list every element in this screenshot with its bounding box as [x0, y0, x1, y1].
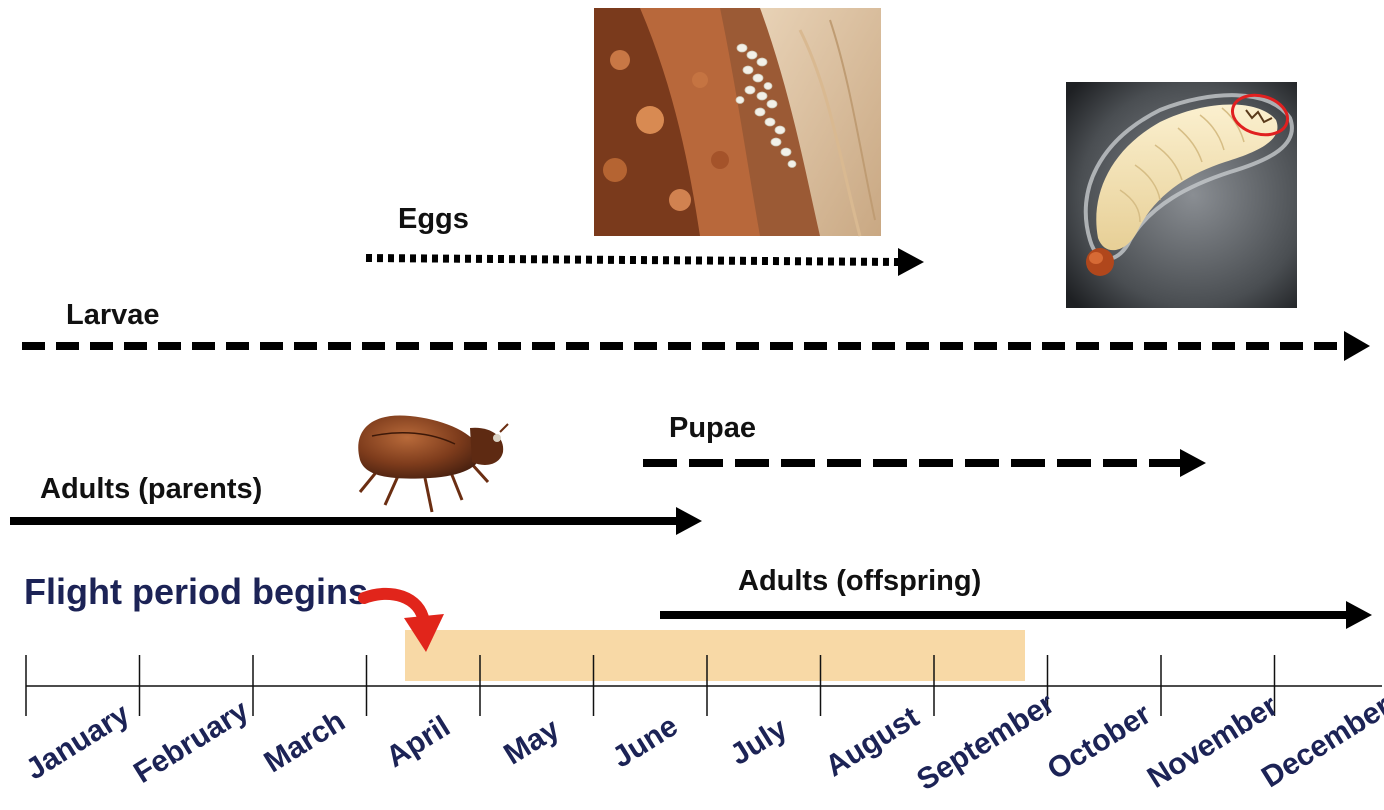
flight-period-band: [405, 630, 1025, 681]
beetle-photo: [358, 415, 508, 512]
month-label-october: October: [1042, 697, 1157, 786]
month-label-june: June: [607, 709, 684, 774]
eggs-photo: [594, 8, 881, 236]
larvae-arrow: [22, 331, 1370, 361]
adults-offspring-arrow: [660, 601, 1372, 629]
month-label-may: May: [498, 712, 565, 771]
adults-parents-label: Adults (parents): [40, 473, 262, 505]
month-label-april: April: [380, 710, 455, 774]
flight-period-label: Flight period begins: [24, 571, 368, 612]
larvae-label: Larvae: [66, 299, 160, 331]
adults-parents-arrow: [10, 507, 702, 535]
month-label-january: January: [20, 697, 135, 786]
month-label-august: August: [820, 701, 925, 784]
eggs-arrow: [366, 248, 924, 276]
eggs-label: Eggs: [398, 203, 469, 235]
month-label-february: February: [128, 694, 255, 790]
larva-photo: [1066, 82, 1297, 308]
pupae-arrow: [643, 449, 1206, 477]
month-label-march: March: [259, 705, 351, 780]
pupae-label: Pupae: [669, 412, 756, 444]
adults-offspring-label: Adults (offspring): [738, 565, 981, 597]
month-label-july: July: [725, 712, 794, 772]
